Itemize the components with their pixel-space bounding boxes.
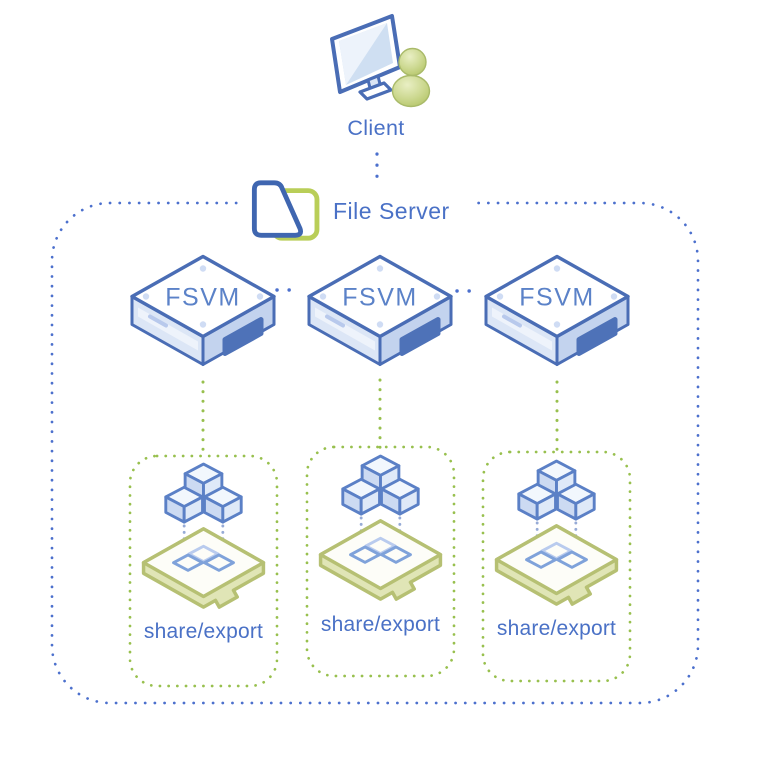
- share-boundary-2: [305, 445, 456, 678]
- fsvm-label-2: FSVM: [342, 284, 417, 312]
- file-server-group: File Server: [240, 178, 472, 244]
- share-label-2: share/export: [320, 613, 441, 636]
- share-boundary-3: [481, 450, 632, 683]
- monitor-icon: [330, 14, 402, 101]
- share-icon-1: [141, 462, 266, 609]
- fsvm-node-icon-1: FSVM: [130, 254, 276, 366]
- client-label: Client: [347, 116, 405, 140]
- share-icon-3: [494, 459, 619, 606]
- fsvm-label-1: FSVM: [165, 284, 240, 312]
- folder-share-icon: [141, 527, 266, 609]
- file-server-label: File Server: [333, 197, 450, 224]
- cubes-icon: [517, 459, 596, 521]
- folder-share-icon: [494, 524, 619, 606]
- folder-share-icon: [318, 519, 443, 601]
- client-monitor-user-icon: [330, 14, 431, 108]
- share-boundary-1: [128, 454, 279, 688]
- share-label-1: share/export: [143, 620, 264, 643]
- share-icon-2: [318, 454, 443, 601]
- fsvm-node-icon-2: FSVM: [307, 254, 453, 366]
- share-label-3: share/export: [496, 617, 617, 640]
- fsvm-node-icon-3: FSVM: [484, 254, 630, 366]
- fsvm-label-3: FSVM: [519, 284, 594, 312]
- user-icon: [391, 47, 431, 108]
- cubes-icon: [341, 454, 420, 516]
- file-server-logo-icon: [251, 180, 320, 241]
- cubes-icon: [164, 462, 243, 524]
